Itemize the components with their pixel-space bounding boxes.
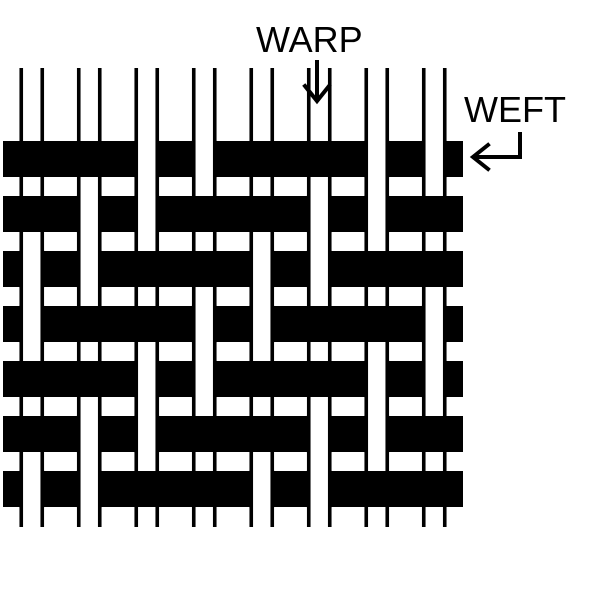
warp-float	[78, 470, 100, 508]
warp-float	[366, 140, 388, 178]
warp-float	[21, 470, 43, 508]
warp-float	[308, 250, 330, 288]
weft-pick	[3, 416, 463, 452]
warp-float	[251, 305, 273, 343]
warp-arrow-icon	[302, 60, 332, 105]
warp-float	[308, 470, 330, 508]
warp-float	[423, 360, 445, 398]
warp-float	[251, 470, 273, 508]
warp-float	[251, 250, 273, 288]
warp-float	[308, 195, 330, 233]
weft-pick	[3, 471, 463, 507]
weft-pick	[3, 306, 463, 342]
warp-float	[78, 250, 100, 288]
warp-float	[308, 415, 330, 453]
warp-float	[136, 360, 158, 398]
weave-pattern	[3, 68, 463, 527]
weft-arrow-icon	[469, 132, 522, 172]
weft-label: WEFT	[464, 89, 566, 130]
warp-float	[136, 415, 158, 453]
warp-float	[78, 415, 100, 453]
warp-float	[21, 305, 43, 343]
warp-float	[136, 140, 158, 178]
warp-float	[78, 195, 100, 233]
weft-pick	[3, 361, 463, 397]
warp-float	[193, 140, 215, 178]
warp-float	[21, 250, 43, 288]
warp-float	[423, 140, 445, 178]
warp-float	[366, 195, 388, 233]
weft-pick	[3, 141, 463, 177]
warp-float	[136, 195, 158, 233]
weft-pick	[3, 251, 463, 287]
warp-float	[366, 360, 388, 398]
warp-float	[366, 415, 388, 453]
warp-float	[193, 305, 215, 343]
warp-label: WARP	[256, 19, 363, 60]
weft-pick	[3, 196, 463, 232]
warp-float	[193, 360, 215, 398]
warp-float	[423, 305, 445, 343]
